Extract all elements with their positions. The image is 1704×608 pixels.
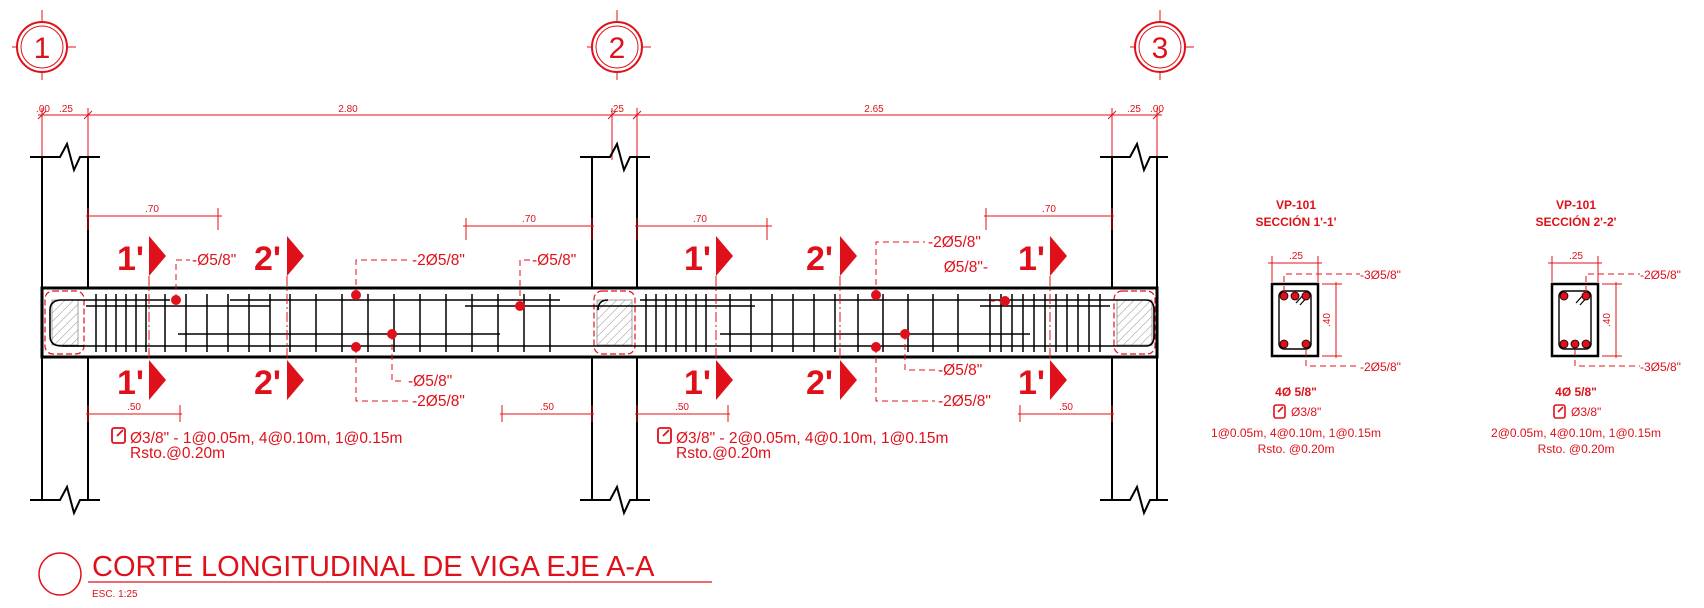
- dim-top-5: .25: [1127, 104, 1141, 115]
- bar-label: -Ø5/8": [192, 252, 236, 269]
- stirrup-rest-span2: Rsto.@0.20m: [676, 445, 771, 462]
- cut-label: 2': [806, 240, 833, 278]
- dim-top-4: 2.65: [864, 104, 884, 115]
- section-name: SECCIÓN 1'-1': [1255, 214, 1336, 229]
- column-1: [30, 141, 100, 516]
- cut-label: 2': [254, 240, 281, 278]
- drawing-scale: ESC. 1:25: [92, 589, 138, 600]
- dim-top-3: .25: [610, 104, 624, 115]
- axis-marker-1: 1: [12, 10, 76, 80]
- section-top-bars: -3Ø5/8": [1360, 268, 1401, 282]
- bar-label: -Ø5/8": [408, 373, 452, 390]
- axis-label-1: 1: [34, 32, 51, 65]
- dim-lower-0: .50: [127, 402, 141, 413]
- section-stirrup: Ø3/8": [1571, 405, 1601, 419]
- dim-lower-3: .50: [1059, 402, 1073, 413]
- dim-upper-1: .70: [522, 214, 536, 225]
- section-height: .40: [1322, 313, 1333, 327]
- cut-label: 2': [254, 364, 281, 402]
- dim-upper-0: .70: [145, 204, 159, 215]
- stirrups: [95, 294, 1101, 352]
- section-code: VP-101: [1556, 198, 1596, 212]
- axis-marker-3: 3: [1130, 10, 1194, 80]
- top-dimension-chain: [37, 108, 1162, 160]
- section-main-bars: 4Ø 5/8": [1275, 385, 1317, 399]
- bar-label: -2Ø5/8": [938, 393, 991, 410]
- section-top-bars: -2Ø5/8": [1640, 268, 1681, 282]
- section-stirrup: Ø3/8": [1291, 405, 1321, 419]
- beam-body: [40, 286, 1159, 359]
- title-block: CORTE LONGITUDINAL DE VIGA EJE A-A ESC. …: [38, 551, 712, 600]
- section-height: .40: [1602, 313, 1613, 327]
- bar-label: -2Ø5/8": [928, 234, 981, 251]
- stirrup-note-span1: Ø3/8" - 1@0.05m, 4@0.10m, 1@0.15m: [130, 430, 402, 447]
- stirrup-icon: [111, 427, 126, 444]
- stirrup-note-span2: Ø3/8" - 2@0.05m, 4@0.10m, 1@0.15m: [676, 430, 948, 447]
- section-bottom-bars: -2Ø5/8": [1360, 360, 1401, 374]
- dim-top-0: .00: [36, 104, 50, 115]
- dim-lower-1: .50: [540, 402, 554, 413]
- bar-label: -2Ø5/8": [412, 393, 465, 410]
- cut-label: 2': [806, 364, 833, 402]
- bar-label: -Ø5/8": [938, 362, 982, 379]
- section-distribution: 1@0.05m, 4@0.10m, 1@0.15m: [1211, 426, 1381, 440]
- stirrup-icon: [657, 427, 672, 444]
- dim-upper-3: .70: [1042, 204, 1056, 215]
- cut-label: 1': [1018, 240, 1045, 278]
- cut-label: 1': [684, 240, 711, 278]
- section-width: .25: [1569, 251, 1583, 262]
- section-1-1: VP-101 SECCIÓN 1'-1' .25 .40 -3Ø5/8" -2: [1211, 198, 1401, 456]
- dim-upper-2: .70: [693, 214, 707, 225]
- cut-markers: [148, 236, 1067, 400]
- bar-label: -Ø5/8": [532, 252, 576, 269]
- section-rest: Rsto. @0.20m: [1258, 442, 1335, 456]
- section-name: SECCIÓN 2'-2': [1535, 214, 1616, 229]
- bar-leaders: [175, 241, 1005, 402]
- stirrup-rest-span1: Rsto.@0.20m: [130, 445, 225, 462]
- axis-label-3: 3: [1152, 32, 1169, 65]
- cut-label: 1': [1018, 364, 1045, 402]
- bar-label: Ø5/8"-: [944, 259, 988, 276]
- section-code: VP-101: [1276, 198, 1316, 212]
- section-distribution: 2@0.05m, 4@0.10m, 1@0.15m: [1491, 426, 1661, 440]
- section-width: .25: [1289, 251, 1303, 262]
- dim-top-1: .25: [59, 104, 73, 115]
- dim-top-6: .00: [1150, 104, 1164, 115]
- section-bottom-bars: -3Ø5/8": [1640, 360, 1681, 374]
- axis-marker-2: 2: [587, 10, 651, 80]
- axis-label-2: 2: [609, 32, 626, 65]
- section-rest: Rsto. @0.20m: [1538, 442, 1615, 456]
- dim-lower-2: .50: [675, 402, 689, 413]
- cut-label: 1': [684, 364, 711, 402]
- bar-label: -2Ø5/8": [412, 252, 465, 269]
- section-main-bars: 4Ø 5/8": [1555, 385, 1597, 399]
- section-2-2: VP-101 SECCIÓN 2'-2' .25 .40 -2Ø5/8" -3: [1491, 198, 1681, 456]
- cut-label: 1': [117, 364, 144, 402]
- cut-label: 1': [117, 240, 144, 278]
- dim-top-2: 2.80: [338, 104, 358, 115]
- column-2: [580, 141, 650, 516]
- drawing-title: CORTE LONGITUDINAL DE VIGA EJE A-A: [92, 551, 655, 583]
- supplementary-dimensions: [86, 208, 1114, 422]
